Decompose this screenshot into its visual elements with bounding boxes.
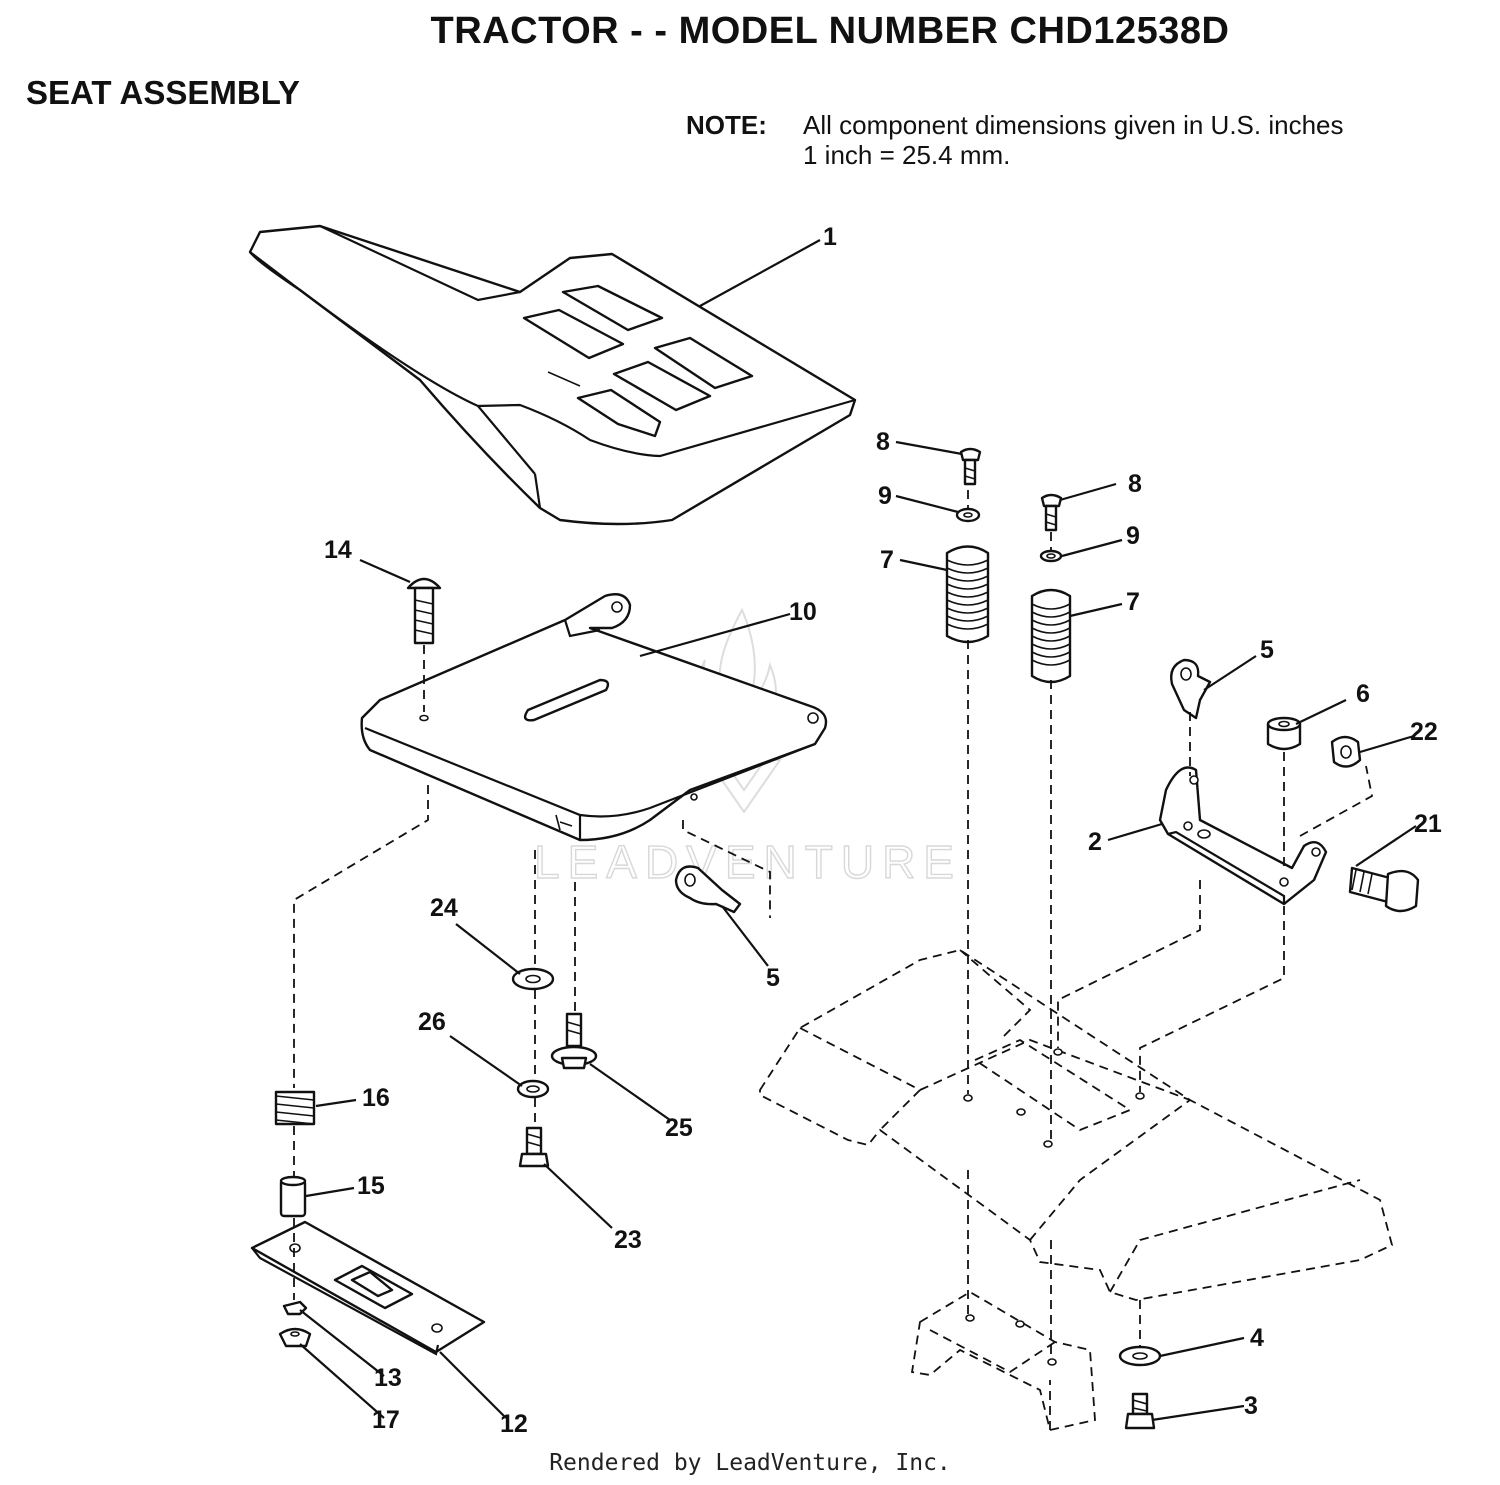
washer-part-9-right	[1039, 549, 1063, 563]
clip-part-5-right	[1170, 658, 1212, 720]
callout-1: 1	[823, 223, 837, 251]
callout-13: 13	[374, 1364, 402, 1392]
shoulder-bolt-part-21	[1348, 866, 1420, 913]
bracket-part-12	[250, 1220, 486, 1356]
spring-part-7-left	[945, 545, 990, 644]
spring-part-16	[274, 1090, 316, 1126]
locknut-part-22	[1330, 735, 1362, 768]
washer-part-9-left	[955, 507, 981, 523]
footer-credit: Rendered by LeadVenture, Inc.	[549, 1450, 951, 1476]
callout-7-right: 7	[1126, 588, 1140, 616]
callout-5-left: 5	[766, 964, 780, 992]
callout-24: 24	[430, 894, 458, 922]
callout-23: 23	[614, 1226, 642, 1254]
callout-9-right: 9	[1126, 522, 1140, 550]
callout-8-left: 8	[876, 428, 890, 456]
callout-26: 26	[418, 1008, 446, 1036]
nut-part-6	[1266, 716, 1302, 751]
callout-15: 15	[357, 1172, 385, 1200]
hex-bolt-part-23	[518, 1126, 550, 1168]
spacer-part-15	[279, 1175, 307, 1218]
bolt-part-3	[1124, 1392, 1156, 1430]
callout-7-left: 7	[880, 546, 894, 574]
callout-5-right: 5	[1260, 636, 1274, 664]
carriage-bolt-part-14	[406, 577, 442, 645]
callout-25: 25	[665, 1114, 693, 1142]
callout-2: 2	[1088, 828, 1102, 856]
callout-12: 12	[500, 1410, 528, 1438]
note-label: NOTE:	[686, 110, 767, 140]
tractor-frame-phantom	[759, 949, 1394, 1432]
bolt-part-8-right	[1040, 493, 1063, 532]
callout-10: 10	[789, 598, 817, 626]
leader-lines	[299, 239, 1417, 1422]
callout-14: 14	[324, 536, 352, 564]
washer-part-24	[511, 967, 555, 991]
assembly-lines	[293, 490, 1374, 1360]
callout-8-right: 8	[1128, 470, 1142, 498]
note-line-1: All component dimensions given in U.S. i…	[803, 110, 1344, 140]
callout-3: 3	[1244, 1392, 1258, 1420]
shoulder-bolt-part-25	[550, 1012, 598, 1070]
callout-17: 17	[372, 1406, 400, 1434]
bolt-part-8-left	[959, 447, 982, 486]
clip-part-5-left	[674, 865, 742, 914]
callout-21: 21	[1414, 810, 1442, 838]
seat-part-1	[248, 224, 857, 526]
spring-part-7-right	[1030, 588, 1072, 684]
callout-16: 16	[362, 1084, 390, 1112]
callout-4: 4	[1250, 1324, 1264, 1352]
washer-part-4	[1118, 1345, 1162, 1367]
section-title: SEAT ASSEMBLY	[26, 74, 300, 111]
callout-6: 6	[1356, 680, 1370, 708]
note-line-2: 1 inch = 25.4 mm.	[803, 140, 1011, 170]
callouts: 1 10 14 16 15 13 17 12 24 26 23 25 5 8 9…	[324, 223, 1442, 1438]
page-title: TRACTOR - - MODEL NUMBER CHD12538D	[430, 10, 1230, 52]
callout-9-left: 9	[878, 482, 892, 510]
watermark-text: LEADVENTURE	[534, 836, 962, 888]
washer-part-26	[516, 1079, 550, 1099]
callout-22: 22	[1410, 718, 1438, 746]
seat-pan-part-10	[360, 593, 828, 842]
locknut-part-17	[278, 1327, 312, 1348]
bracket-part-2	[1158, 766, 1328, 906]
